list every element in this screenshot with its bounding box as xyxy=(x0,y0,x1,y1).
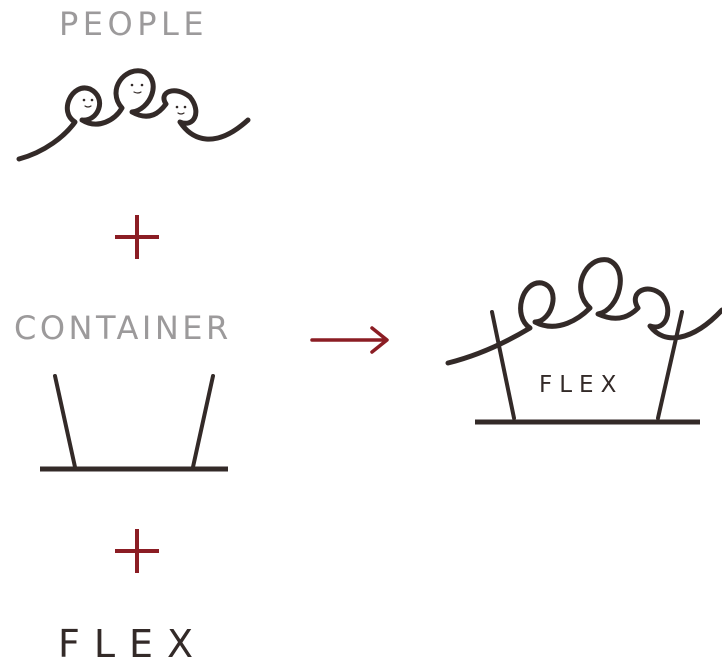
right-arrow-icon xyxy=(310,326,389,354)
container-icon xyxy=(40,374,228,472)
plus-icon xyxy=(115,529,159,573)
combined-flex-label: FLEX xyxy=(539,372,624,398)
people-loops-icon xyxy=(16,68,251,162)
container-label: CONTAINER xyxy=(14,309,232,347)
plus-icon xyxy=(115,215,159,259)
people-label: PEOPLE xyxy=(59,5,209,43)
flex-label: FLEX xyxy=(58,622,208,666)
flex-logo-icon xyxy=(445,257,722,425)
